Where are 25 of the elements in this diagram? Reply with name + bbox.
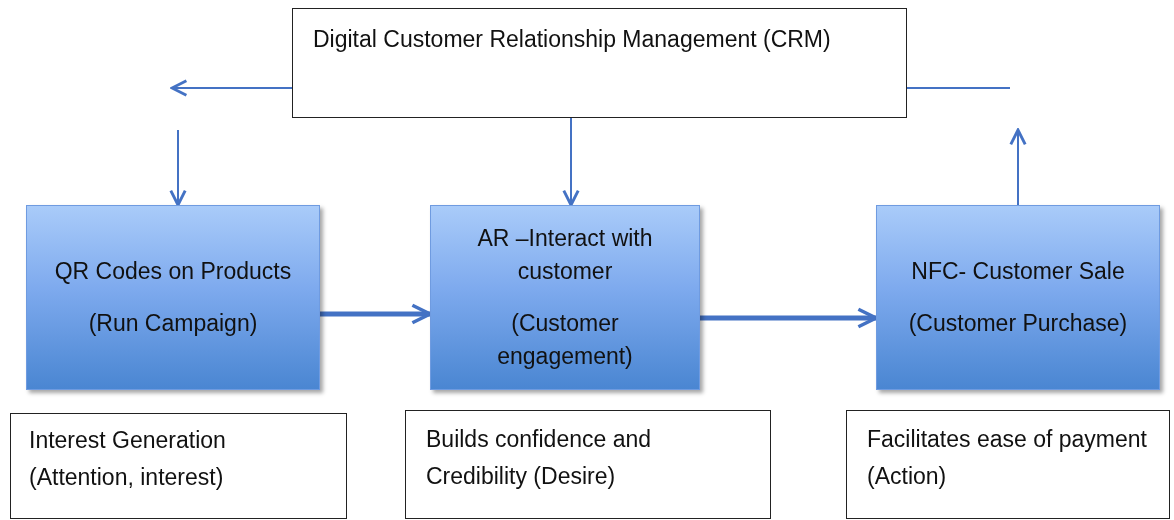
box-subtext: (Customer engagement) (496, 308, 634, 371)
process-box (26, 205, 320, 390)
box-heading: NFC- Customer Sale (911, 257, 1125, 287)
box-heading: Facilitates ease of payment (Action) (867, 425, 1148, 491)
arrow (700, 307, 878, 329)
arrow (1009, 128, 1027, 206)
process-box (876, 205, 1160, 390)
arrow (169, 129, 187, 207)
box-heading: Builds confidence and Credibility (Desire) (426, 425, 653, 491)
arrow (562, 117, 580, 207)
process-box (430, 205, 700, 390)
arrow (170, 79, 293, 97)
box-subtext: (Customer Purchase) (908, 308, 1128, 338)
box-heading: Digital Customer Relationship Management (CRM) (313, 25, 832, 54)
title-box (292, 8, 907, 118)
box-heading: AR –Interact with customer (476, 223, 654, 287)
box-heading: Interest Generation (29, 426, 227, 455)
connector-line (906, 87, 1011, 89)
note-box (846, 410, 1170, 519)
arrow (320, 303, 432, 325)
box-subtext: (Run Campaign) (88, 308, 258, 338)
box-subtext: (Attention, interest) (29, 462, 225, 492)
note-box (10, 413, 347, 519)
note-box (405, 410, 771, 519)
box-heading: QR Codes on Products (54, 257, 292, 287)
